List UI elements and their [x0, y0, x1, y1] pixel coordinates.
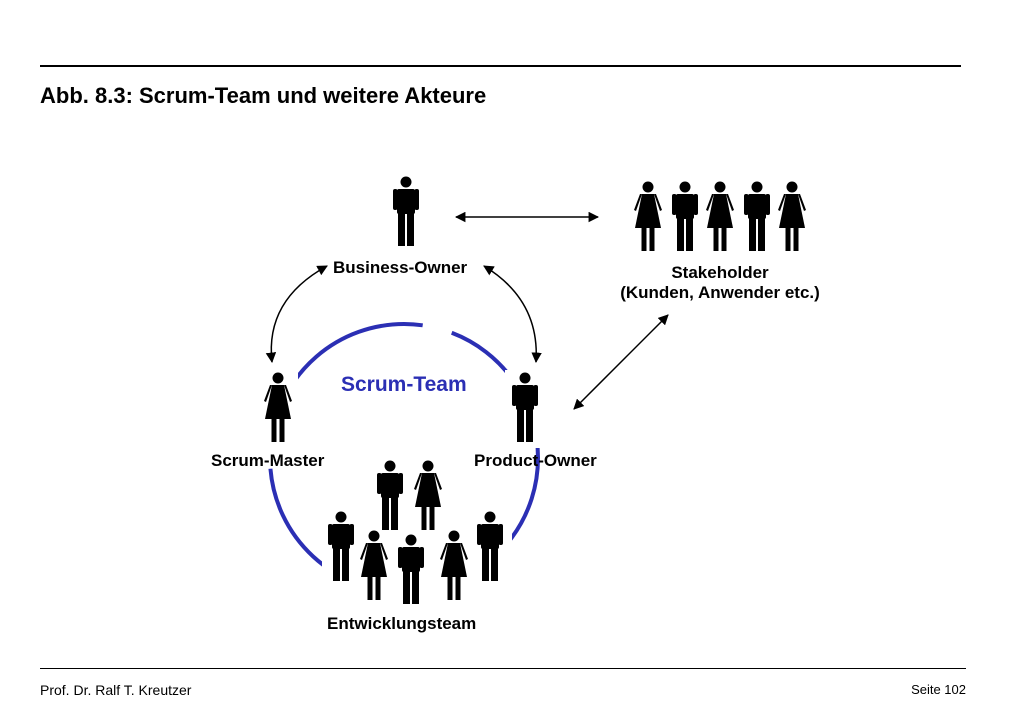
business-owner-label: Business-Owner — [333, 258, 468, 277]
product-owner-figure — [505, 370, 545, 448]
page-title: Abb. 8.3: Scrum-Team und weitere Akteure — [40, 83, 487, 108]
footer-author: Prof. Dr. Ralf T. Kreutzer — [40, 682, 192, 698]
development-team-figures — [322, 458, 512, 606]
stakeholder-label-line1: Stakeholder — [671, 263, 769, 282]
scrum-master-label: Scrum-Master — [211, 451, 325, 470]
arrow-business-scrummaster — [265, 265, 328, 364]
bottom-divider — [40, 668, 966, 669]
stakeholder-label: Stakeholder (Kunden, Anwender etc.) — [620, 263, 820, 303]
scrum-master-figure — [258, 370, 298, 448]
stakeholder-group — [634, 181, 806, 251]
stakeholder-label-line2: (Kunden, Anwender etc.) — [620, 283, 820, 302]
business-owner-figure — [393, 176, 419, 246]
scrum-team-label: Scrum-Team — [341, 373, 467, 396]
arrow-business-productowner — [483, 265, 542, 364]
arrow-productowner-stakeholder — [573, 314, 669, 410]
product-owner-label: Product-Owner — [474, 451, 597, 470]
top-divider — [40, 65, 961, 67]
development-team-label: Entwicklungsteam — [327, 614, 477, 633]
footer-page-number: Seite 102 — [911, 682, 966, 697]
